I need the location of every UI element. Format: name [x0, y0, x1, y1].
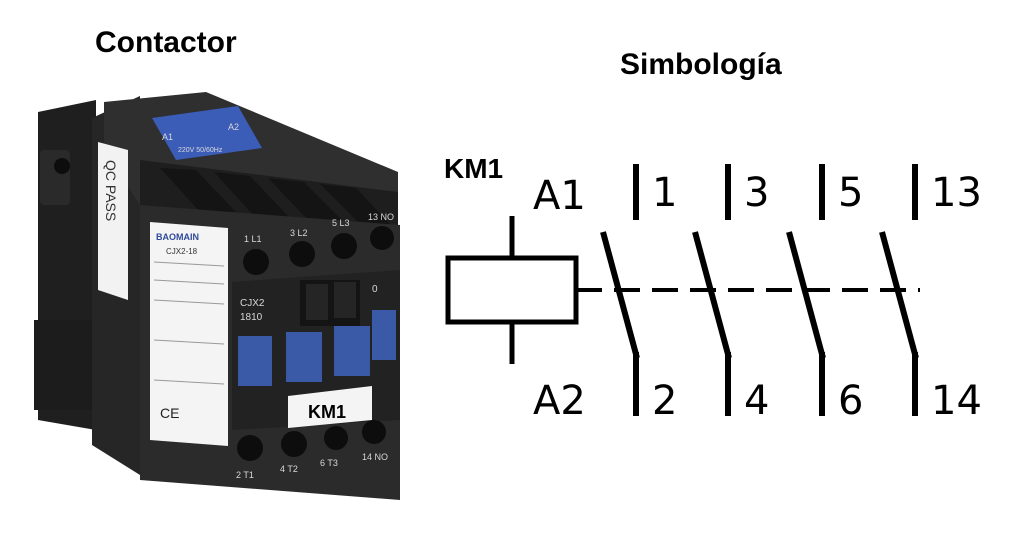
contact-label-3: 3	[744, 170, 769, 216]
actuator-4	[372, 310, 396, 360]
actuator-3	[334, 326, 370, 376]
terminal-top-3: 5 L3	[332, 218, 350, 228]
symbol-coil-label: KM1	[444, 153, 503, 184]
ce-mark: CE	[160, 405, 179, 421]
contact-label-4: 4	[744, 378, 769, 424]
contact-label-5: 5	[838, 170, 863, 216]
actuator-1	[238, 336, 272, 386]
terminal-bottom-1: 2 T1	[236, 470, 254, 480]
contact-5-6: 5 6	[786, 164, 863, 424]
terminal-bottom-4: 14 NO	[362, 452, 388, 462]
symbology-title: Simbología	[620, 48, 782, 81]
brand-label: BAOMAIN	[156, 232, 199, 242]
front-code-label: 1810	[240, 312, 263, 323]
model-label: CJX2-18	[166, 247, 198, 256]
coil-a1-label: A1	[162, 132, 173, 142]
side-zero-label: 0	[372, 284, 378, 295]
km1-tag-text: KM1	[308, 402, 346, 422]
contact-label-13: 13	[931, 170, 982, 216]
contact-label-1: 1	[652, 170, 677, 216]
contact-3-4: 3 4	[692, 164, 769, 424]
terminal-top-1: 1 L1	[244, 234, 262, 244]
contact-1-2: 1 2	[600, 164, 677, 424]
coil-plate	[152, 106, 262, 160]
actuator-2	[286, 332, 322, 382]
terminal-top-2: 3 L2	[290, 228, 308, 238]
coil-rating: 220V 50/60Hz	[178, 147, 223, 154]
qc-pass-label: QC PASS	[103, 160, 119, 221]
terminal-bottom-3: 6 T3	[320, 458, 338, 468]
coil-box	[445, 255, 579, 325]
contact-label-14: 14	[931, 378, 982, 424]
coil-a2-label: A2	[228, 122, 239, 132]
contactor-device: A1 A2 220V 50/60Hz QC PASS BAOMAIN CJX2-…	[34, 92, 400, 500]
symbol-a2-label: A2	[533, 378, 586, 424]
terminal-top-4: 13 NO	[368, 212, 394, 222]
front-model-label: CJX2	[240, 298, 265, 309]
terminal-bottom-2: 4 T2	[280, 464, 298, 474]
contact-label-6: 6	[838, 378, 863, 424]
contactor-title: Contactor	[95, 26, 237, 59]
contact-label-2: 2	[652, 378, 677, 424]
contact-13-14: 13 14	[879, 164, 982, 424]
km1-tag	[288, 386, 372, 428]
spec-label	[150, 222, 228, 446]
symbol-a1-label: A1	[533, 173, 586, 219]
contactor-symbol: KM1 A1 A2 1 2 3 4 5	[444, 153, 982, 424]
